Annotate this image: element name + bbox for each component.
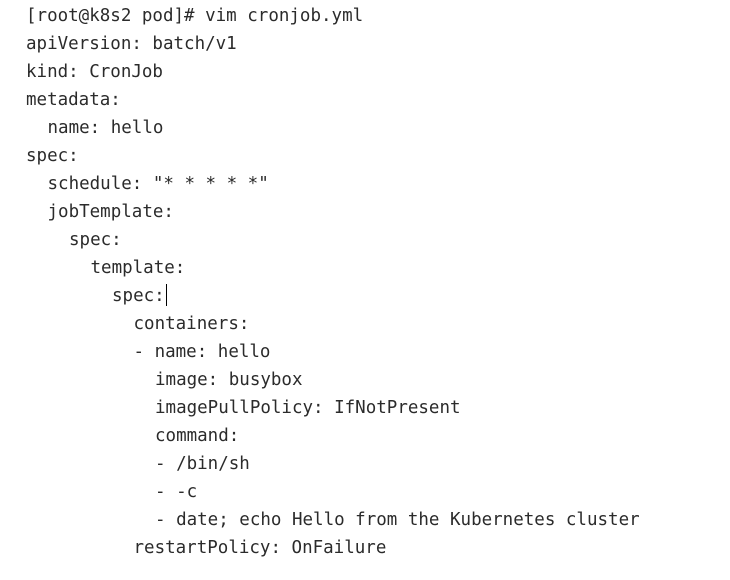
line-text: containers: bbox=[133, 314, 250, 334]
yaml-line: - /bin/sh bbox=[26, 450, 730, 478]
yaml-line: imagePullPolicy: IfNotPresent bbox=[26, 394, 730, 422]
line-text: name: hello bbox=[47, 118, 164, 138]
code-view: [root@k8s2 pod]# vim cronjob.yml apiVers… bbox=[26, 2, 730, 580]
yaml-line: schedule: "* * * * *" bbox=[26, 170, 730, 198]
line-text: spec: bbox=[26, 146, 79, 166]
line-text: spec: bbox=[69, 230, 122, 250]
yaml-line: apiVersion: batch/v1 bbox=[26, 30, 730, 58]
line-text: spec: bbox=[112, 286, 165, 306]
line-text: - /bin/sh bbox=[155, 454, 250, 474]
yaml-line: - date; echo Hello from the Kubernetes c… bbox=[26, 506, 730, 534]
line-text: restartPolicy: OnFailure bbox=[133, 538, 387, 558]
line-text: template: bbox=[90, 258, 186, 278]
line-text: - date; echo Hello from the Kubernetes c… bbox=[155, 510, 640, 530]
yaml-line: - name: hello bbox=[26, 338, 730, 366]
yaml-line: kind: CronJob bbox=[26, 58, 730, 86]
yaml-line: name: hello bbox=[26, 114, 730, 142]
line-text: - -c bbox=[155, 482, 198, 502]
yaml-line: template: bbox=[26, 254, 730, 282]
shell-command-line: [root@k8s2 pod]# vim cronjob.yml bbox=[26, 2, 730, 30]
yaml-line: restartPolicy: OnFailure bbox=[26, 534, 730, 562]
yaml-line: spec: bbox=[26, 282, 730, 310]
line-text: imagePullPolicy: IfNotPresent bbox=[155, 398, 461, 418]
yaml-line: image: busybox bbox=[26, 366, 730, 394]
line-text: - name: hello bbox=[133, 342, 271, 362]
yaml-line: spec: bbox=[26, 142, 730, 170]
yaml-line: spec: bbox=[26, 226, 730, 254]
yaml-line: jobTemplate: bbox=[26, 198, 730, 226]
line-text: schedule: "* * * * *" bbox=[47, 174, 269, 194]
line-text: command: bbox=[155, 426, 240, 446]
line-text: kind: CronJob bbox=[26, 62, 163, 82]
yaml-line: metadata: bbox=[26, 86, 730, 114]
line-text: metadata: bbox=[26, 90, 121, 110]
line-text: apiVersion: batch/v1 bbox=[26, 34, 237, 54]
yaml-line: command: bbox=[26, 422, 730, 450]
line-text: [root@k8s2 pod]# vim cronjob.yml bbox=[26, 6, 364, 26]
yaml-line: containers: bbox=[26, 310, 730, 338]
yaml-line: - -c bbox=[26, 478, 730, 506]
line-text: image: busybox bbox=[155, 370, 303, 390]
line-text: jobTemplate: bbox=[47, 202, 174, 222]
text-cursor bbox=[165, 284, 167, 306]
